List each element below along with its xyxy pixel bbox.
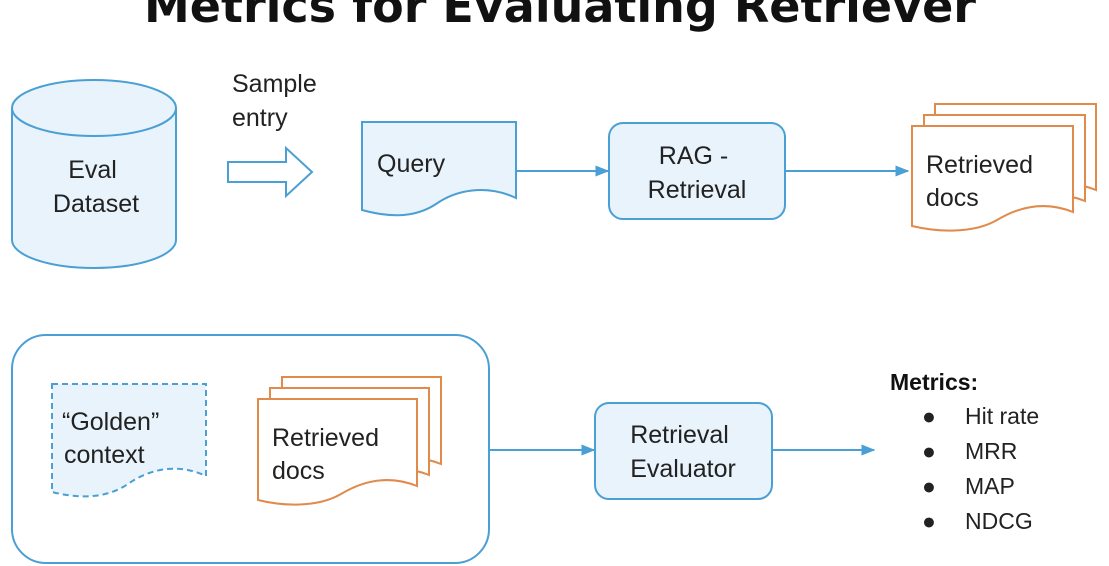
sample-entry-line-1: Sample	[232, 70, 317, 98]
svg-text:Eval Dataset: Eval Dataset	[53, 156, 139, 218]
query-label: Query	[377, 150, 446, 178]
rag-retrieval-node: RAG - Retrieval	[608, 122, 786, 220]
hollow-arrow-shape	[227, 145, 314, 199]
svg-text:Retrieved docs: Retrieved docs	[272, 424, 386, 485]
metric-hit-rate: Hit rate	[965, 403, 1039, 429]
retrieval-evaluator-box	[594, 402, 773, 500]
query-document-shape	[361, 121, 517, 217]
metrics-list: Metrics: ● Hit rate ● MRR ● MAP ● NDCG	[890, 369, 1039, 534]
doc-stack-front-shape	[257, 398, 418, 506]
retrieved-docs-bottom-node: Retrieved docs	[257, 376, 442, 506]
golden-context-line-2: context	[64, 441, 145, 469]
retrieved-docs-top-line-2: docs	[926, 184, 979, 212]
metric-ndcg: NDCG	[965, 508, 1033, 534]
svg-text:Retrieved docs: Retrieved docs	[926, 151, 1040, 212]
retrieved-docs-bottom-line-1: Retrieved	[272, 424, 379, 452]
page-title: Metrics for Evaluating Retriever	[144, 0, 976, 33]
doc-stack-front-shape	[911, 125, 1074, 232]
sample-entry-line-2: entry	[232, 104, 288, 132]
svg-text:RAG - Retrieval: RAG - Retrieval	[648, 142, 747, 204]
metric-bullet: ●	[922, 473, 936, 499]
retrieval-evaluator-node: Retrieval Evaluator	[594, 402, 773, 500]
cylinder-top-shape	[11, 79, 177, 137]
sample-entry-label: Sample entry	[232, 70, 324, 132]
eval-dataset-line-1: Eval	[68, 156, 117, 184]
metric-bullet: ●	[922, 508, 936, 534]
retrieval-evaluator-line-1: Retrieval	[630, 421, 729, 449]
cylinder-body-shape	[11, 108, 177, 269]
retrieved-docs-bottom-line-2: docs	[272, 457, 325, 485]
retrieval-evaluator-line-2: Evaluator	[630, 455, 736, 483]
metrics-title: Metrics:	[890, 369, 978, 395]
metric-bullet: ●	[922, 403, 936, 429]
svg-text:Retrieval Evaluator: Retrieval Evaluator	[630, 421, 736, 483]
metric-mrr: MRR	[965, 438, 1017, 464]
query-node: Query	[361, 121, 517, 217]
retrieved-docs-top-line-1: Retrieved	[926, 151, 1033, 179]
metric-map: MAP	[965, 473, 1015, 499]
retrieved-docs-top-node: Retrieved docs	[911, 103, 1097, 232]
metric-bullet: ●	[922, 438, 936, 464]
eval-dataset-line-2: Dataset	[53, 190, 139, 218]
svg-text:“Golden” context: “Golden” context	[62, 408, 166, 469]
golden-context-line-1: “Golden”	[62, 408, 159, 436]
rag-retrieval-box	[608, 122, 786, 220]
golden-context-node: “Golden” context	[51, 383, 207, 498]
rag-retrieval-line-1: RAG -	[659, 142, 728, 170]
eval-dataset-node: Eval Dataset	[11, 79, 177, 269]
golden-document-shape	[51, 383, 207, 498]
rag-retrieval-line-2: Retrieval	[648, 176, 747, 204]
